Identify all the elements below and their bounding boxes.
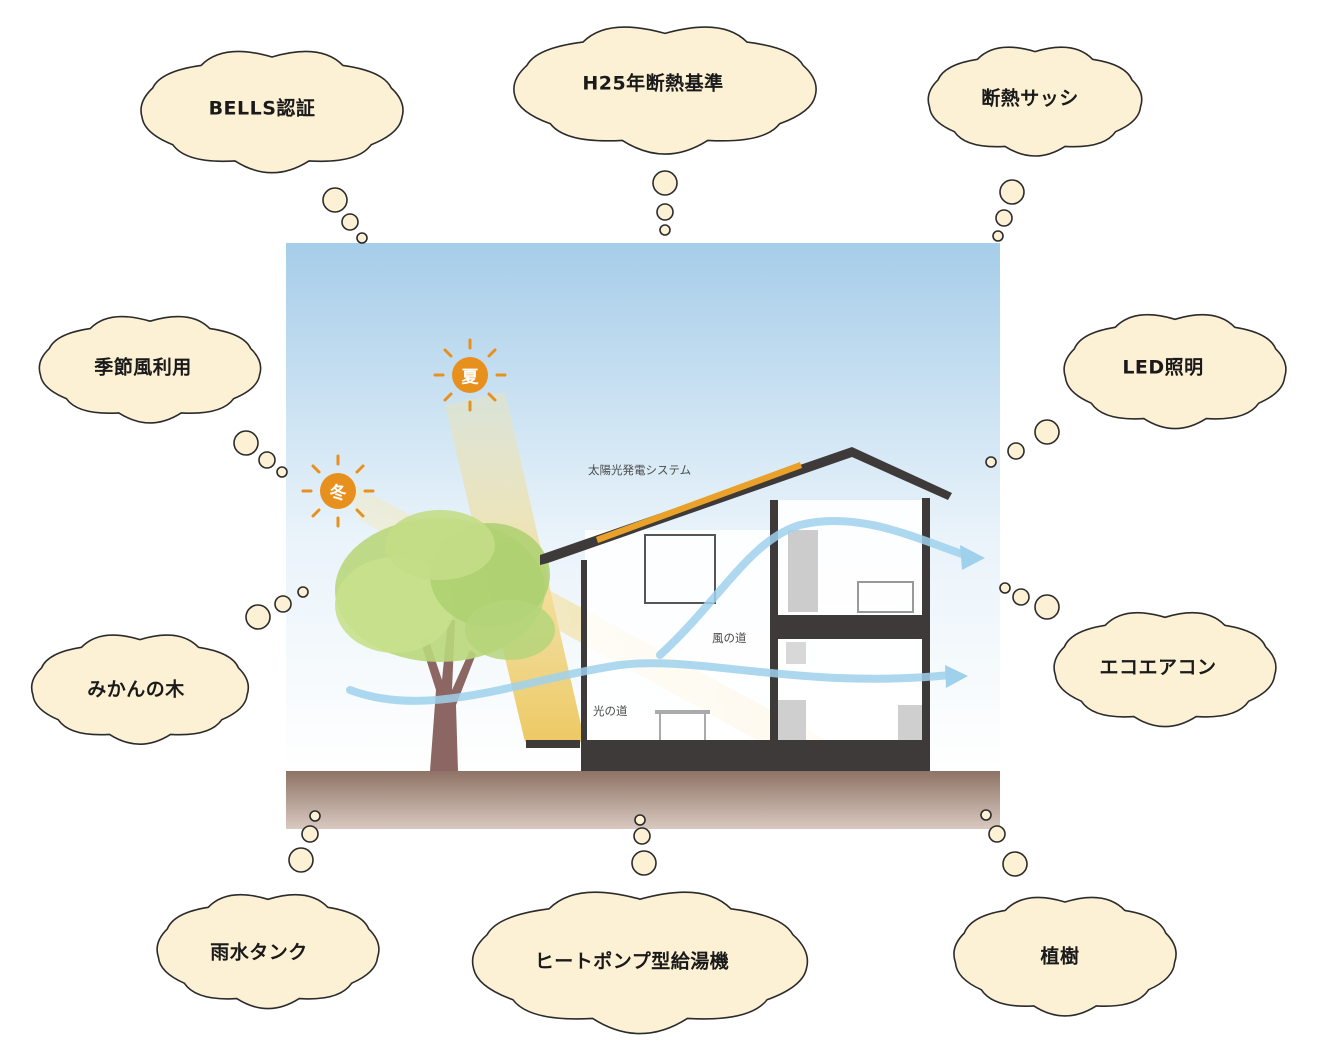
h25-cloud-thought-dot xyxy=(659,224,671,236)
house xyxy=(526,447,952,771)
seasonal-wind-cloud xyxy=(38,315,288,478)
seasonal-wind-label: 季節風利用 xyxy=(94,356,192,379)
solar-panel xyxy=(596,462,802,543)
sash-cloud-thought-dot xyxy=(992,230,1004,242)
light-path-label: 光の道 xyxy=(593,704,628,718)
seasonal-wind-cloud-thought-dot xyxy=(276,466,288,478)
eco-aircon-cloud-shape xyxy=(1053,611,1277,728)
eco-aircon-cloud-thought-dot xyxy=(999,582,1011,594)
led-cloud-thought-dot xyxy=(1034,419,1060,445)
orange-tree xyxy=(335,510,555,771)
sash-cloud-shape xyxy=(927,46,1143,157)
trees-cloud-shape xyxy=(953,896,1177,1017)
trees-cloud-thought-dot xyxy=(980,809,992,821)
mikan-cloud-thought-dot xyxy=(274,595,292,613)
eco-aircon-cloud-thought-dot xyxy=(1034,594,1060,620)
eco-aircon-cloud-thought-dot xyxy=(1012,588,1030,606)
eco-aircon-label: エコエアコン xyxy=(1099,656,1217,679)
h25-cloud xyxy=(513,26,817,236)
tree-planting-label: 植樹 xyxy=(1040,945,1080,968)
led-lighting-label: LED照明 xyxy=(1122,356,1204,379)
seasonal-wind-cloud-shape xyxy=(38,315,262,424)
bells-cloud-thought-dot xyxy=(322,187,348,213)
rain-tank-cloud xyxy=(156,810,380,1010)
led-cloud xyxy=(985,313,1287,468)
bells-certification-label: BELLS認証 xyxy=(208,97,316,120)
h25-insulation-standard-label: H25年断熱基準 xyxy=(582,72,724,95)
seasonal-wind-cloud-thought-dot xyxy=(233,430,259,456)
mikan-cloud-thought-dot xyxy=(297,586,309,598)
bells-cloud xyxy=(140,50,404,244)
rain-tank-cloud-thought-dot xyxy=(309,810,321,822)
bells-cloud-shape xyxy=(140,50,404,174)
heat-pump-water-heater-label: ヒートポンプ型給湯機 xyxy=(534,950,730,973)
heat-pump-cloud-thought-dot xyxy=(634,814,646,826)
wind-path-label: 風の道 xyxy=(712,631,747,645)
led-cloud-thought-dot xyxy=(985,456,997,468)
heat-pump-cloud-shape xyxy=(471,891,809,1035)
seasonal-wind-cloud-thought-dot xyxy=(258,451,276,469)
bells-cloud-thought-dot xyxy=(341,213,359,231)
winter-sun xyxy=(301,454,375,528)
sash-cloud-thought-dot xyxy=(999,179,1025,205)
wind-arrowhead-lower xyxy=(945,665,968,688)
h25-cloud-thought-dot xyxy=(656,203,674,221)
mikan-cloud xyxy=(30,586,309,745)
trees-cloud xyxy=(953,809,1177,1017)
h25-cloud-thought-dot xyxy=(652,170,678,196)
summer-sun xyxy=(433,338,507,412)
h25-cloud-shape xyxy=(513,26,817,155)
rain-tank-cloud-thought-dot xyxy=(288,847,314,873)
wind-arrows xyxy=(346,516,969,705)
heat-pump-cloud-thought-dot xyxy=(631,850,657,876)
trees-cloud-thought-dot xyxy=(1002,851,1028,877)
bells-cloud-thought-dot xyxy=(356,232,368,244)
mikan-cloud-shape xyxy=(30,634,250,745)
eco-aircon-cloud xyxy=(999,582,1277,728)
sash-cloud-thought-dot xyxy=(995,209,1013,227)
rain-tank-cloud-thought-dot xyxy=(301,825,319,843)
mikan-cloud-thought-dot xyxy=(245,604,271,630)
sash-cloud xyxy=(927,46,1143,242)
trees-cloud-thought-dot xyxy=(988,825,1006,843)
led-cloud-thought-dot xyxy=(1007,442,1025,460)
summer-sun-label: 夏 xyxy=(461,367,479,388)
mikan-tree-label: みかんの木 xyxy=(87,678,185,701)
led-cloud-shape xyxy=(1063,313,1287,430)
heat-pump-cloud-thought-dot xyxy=(633,827,651,845)
rain-tank-label: 雨水タンク xyxy=(210,941,308,964)
solar-system-label: 太陽光発電システム xyxy=(588,463,692,477)
wind-arrowhead-upper xyxy=(960,545,985,570)
rain-tank-cloud-shape xyxy=(156,893,380,1010)
winter-sun-label: 冬 xyxy=(329,483,347,504)
insulated-sash-label: 断熱サッシ xyxy=(981,87,1079,110)
heat-pump-cloud xyxy=(471,814,809,1035)
